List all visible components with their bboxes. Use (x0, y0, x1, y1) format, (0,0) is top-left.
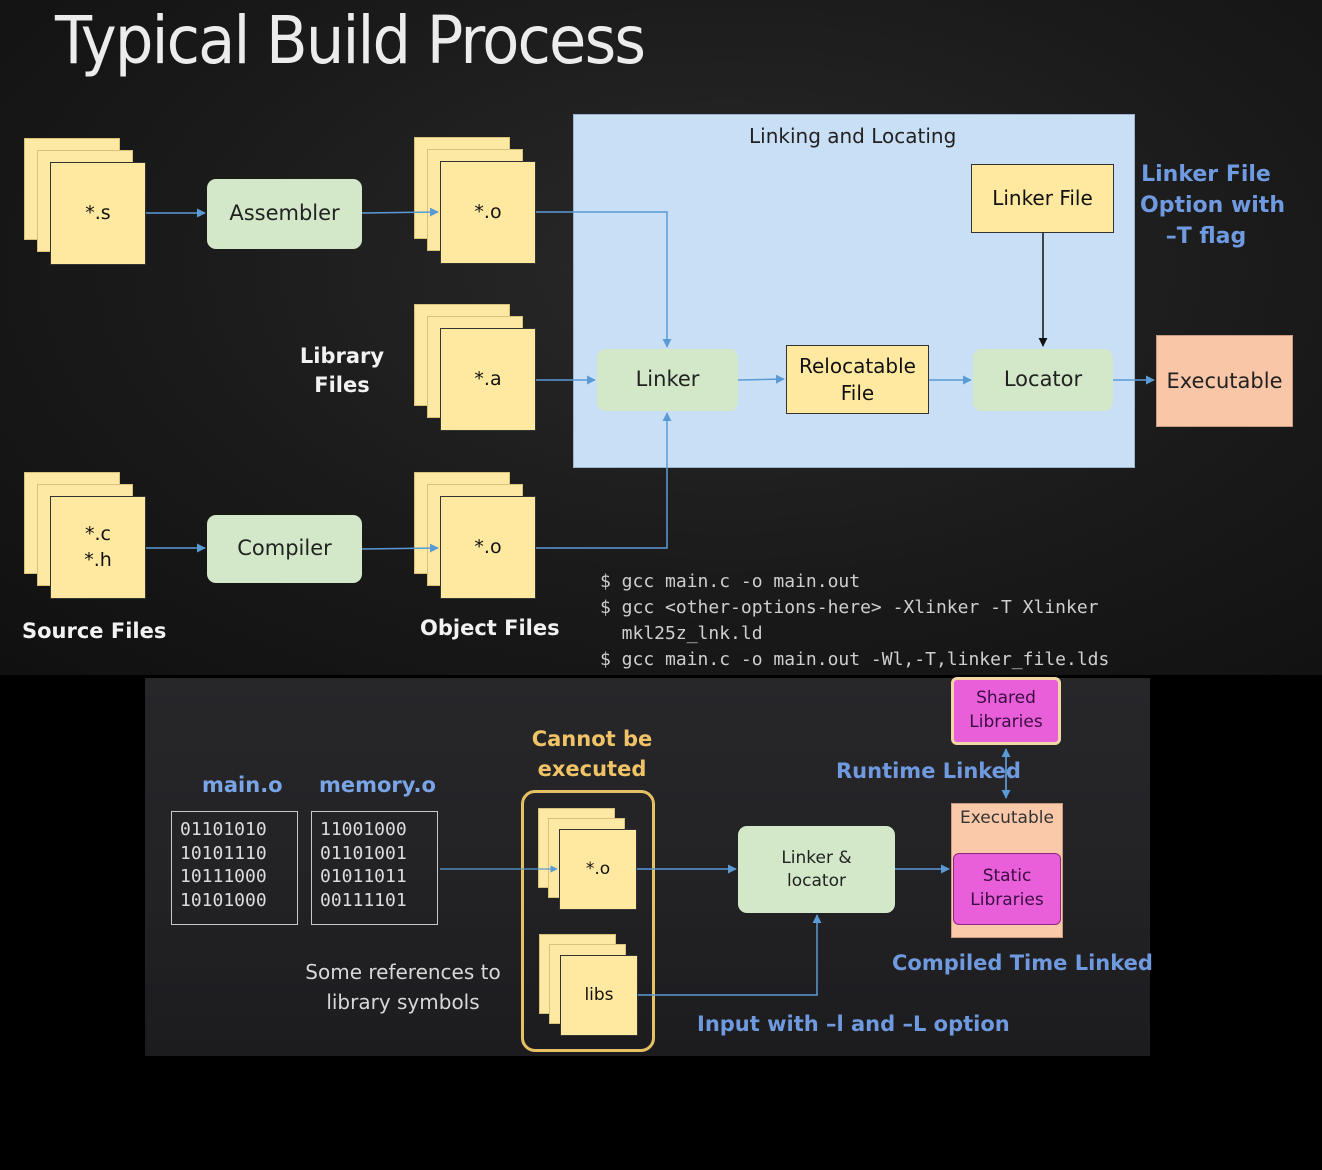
linker-locator-box: Linker & locator (738, 826, 895, 913)
arrow-linker-to-relocatable (737, 374, 785, 384)
executable-box: Executable (1156, 335, 1293, 427)
arrow-compiler-to-o (361, 543, 439, 553)
arrow-o2-to-linker (536, 412, 672, 549)
command-1: $ gcc main.c -o main.out (600, 571, 861, 592)
runtime-linked-label: Runtime Linked (836, 759, 1021, 783)
memory-o-label: memory.o (319, 773, 436, 797)
object-files-label: Object Files (420, 616, 560, 640)
main-o-binary: 01101010 10101110 10111000 10101000 (171, 811, 298, 925)
memory-o-binary: 11001000 01101001 01011011 00111101 (311, 811, 438, 925)
input-option-label: Input with –l and –L option (697, 1012, 1010, 1036)
static-libraries-box: Static Libraries (953, 853, 1061, 925)
arrow-o-to-linker (536, 211, 672, 348)
source-s-file: *.s (50, 162, 146, 265)
library-a-file: *.a (440, 328, 536, 431)
object-o-file-1: *.o (440, 161, 536, 264)
command-2-cont: mkl25z_lnk.ld (600, 623, 763, 644)
cannot-be-executed-label: Cannot be executed (531, 727, 653, 782)
source-c-file: *.c *.h (50, 496, 146, 599)
locator-box: Locator (973, 349, 1113, 411)
linker-option-note: Linker File Option with –T flag (1140, 162, 1285, 249)
executable-label: Executable (960, 808, 1054, 828)
main-o-label: main.o (202, 773, 283, 797)
assembler-box: Assembler (207, 179, 362, 249)
command-2: $ gcc <other-options-here> -Xlinker -T X… (600, 597, 1099, 618)
object-o-page: *.o (559, 829, 637, 910)
relocatable-file-box: Relocatable File (786, 345, 929, 414)
compiler-box: Compiler (207, 515, 362, 583)
linker-box: Linker (597, 349, 738, 411)
library-references-note: Some references to library symbols (305, 960, 501, 1014)
object-o-file-2: *.o (440, 496, 536, 599)
library-files-label: Library Files (299, 344, 385, 398)
shared-libraries-box: Shared Libraries (951, 677, 1061, 745)
linker-file-box: Linker File (971, 164, 1114, 233)
panel-title: Linking and Locating (749, 124, 957, 148)
compiled-time-linked-label: Compiled Time Linked (892, 951, 1153, 975)
arrow-libs-to-linker-locator (638, 914, 822, 996)
libs-page: libs (560, 955, 638, 1036)
source-files-label: Source Files (22, 619, 167, 643)
arrow-assembler-to-o (361, 207, 439, 217)
page-title: Typical Build Process (55, 2, 646, 79)
object-group-frame (521, 790, 655, 1052)
command-3: $ gcc main.c -o main.out -Wl,-T,linker_f… (600, 649, 1110, 670)
